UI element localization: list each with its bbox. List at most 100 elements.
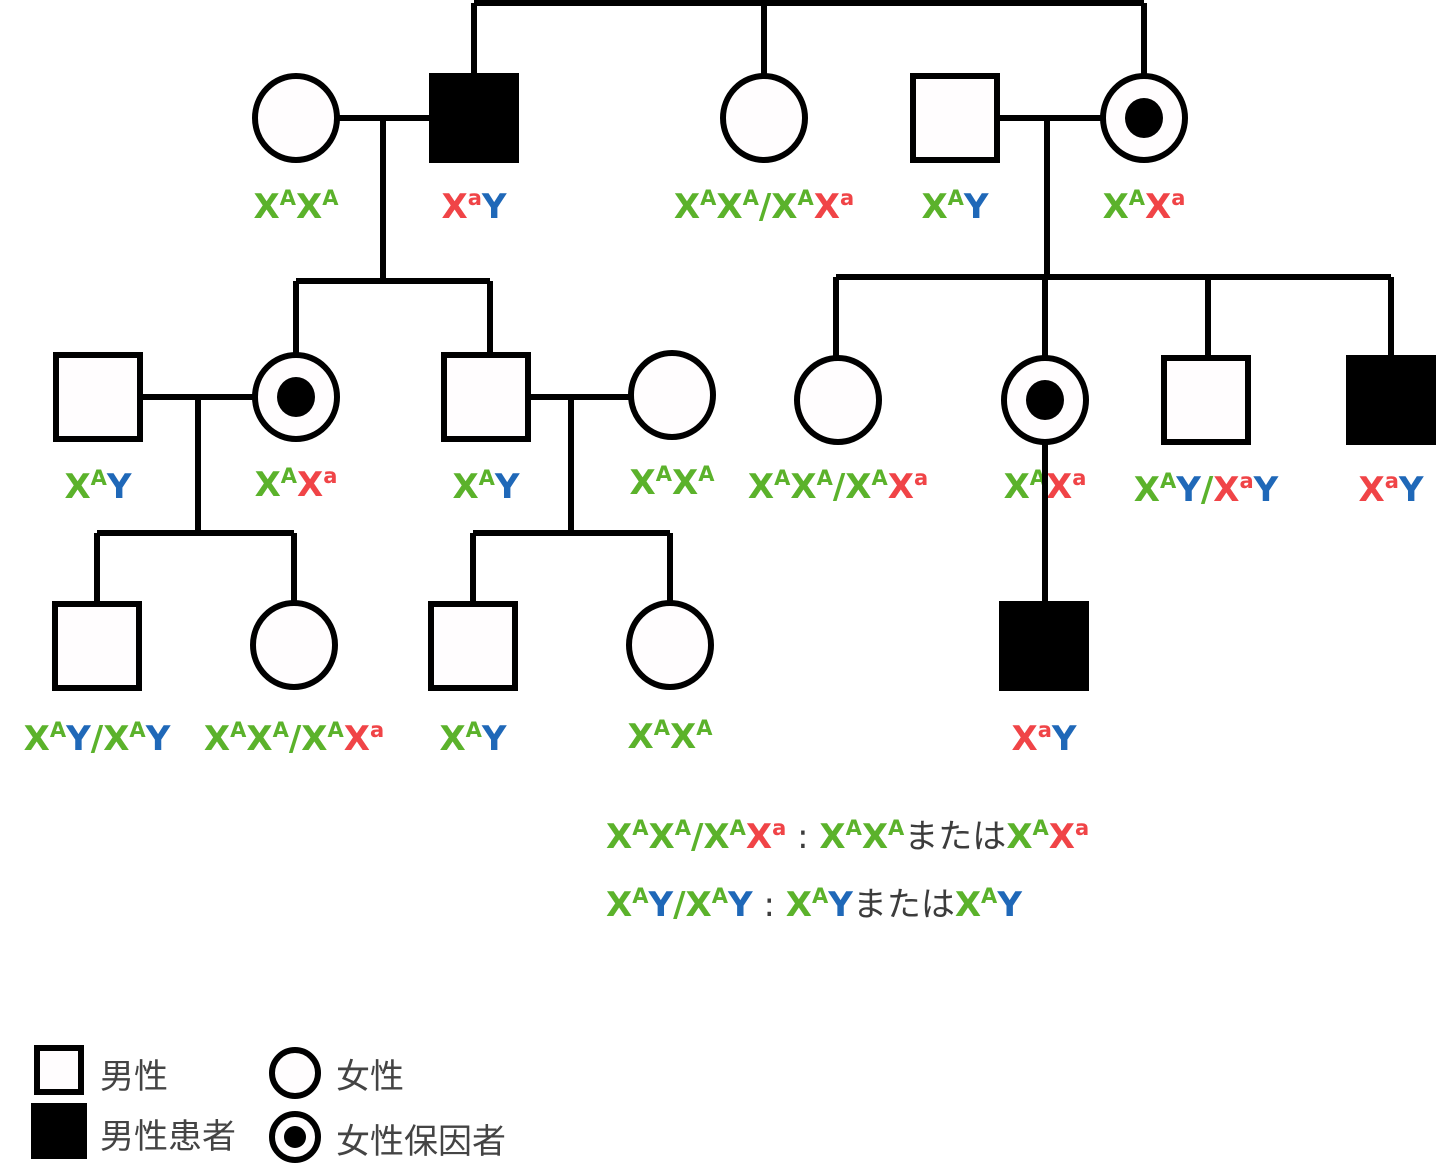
genotype-run: X xyxy=(1011,719,1037,759)
legend-item-female: 女性 xyxy=(269,1047,404,1099)
note-run: : xyxy=(786,817,819,857)
genotype-run: X xyxy=(1145,187,1171,227)
genotype-run: / xyxy=(759,187,772,227)
note-run: X xyxy=(1006,817,1032,857)
genotype-run: a xyxy=(840,186,854,210)
note-run: / xyxy=(673,885,686,925)
genotype-run: X xyxy=(845,467,871,507)
note-run: A xyxy=(675,816,692,840)
genotype-run: A xyxy=(230,718,247,742)
genotype-run: X xyxy=(246,719,272,759)
individual-g2-cousin-male xyxy=(1161,355,1251,445)
note-run: X xyxy=(955,885,981,925)
individual-g1-affected-male xyxy=(429,73,519,163)
genotype-run: a xyxy=(370,718,384,742)
carrier-dot-icon xyxy=(277,377,315,417)
genotype-run: X xyxy=(814,187,840,227)
legend-label-affected-male: 男性患者 xyxy=(100,1117,236,1157)
genotype-run: X xyxy=(716,187,742,227)
genotype-run: X xyxy=(254,187,280,227)
genotype-label: XAY xyxy=(452,466,519,507)
genotype-run: / xyxy=(91,719,104,759)
genotype-run: X xyxy=(441,187,467,227)
genotype-run: / xyxy=(1201,470,1214,510)
note-run: または xyxy=(904,817,1006,857)
genotype-run: A xyxy=(774,466,791,490)
genotype-run: a xyxy=(1385,469,1399,493)
note-run: X xyxy=(1049,817,1075,857)
note-run: A xyxy=(812,884,829,908)
note-run: X xyxy=(686,885,712,925)
legend-label-carrier-female: 女性保因者 xyxy=(336,1122,506,1162)
genotype-run: Y xyxy=(145,719,171,759)
male-symbol xyxy=(52,601,142,691)
individual-g3-granddaughter-2 xyxy=(626,600,714,690)
genotype-run: A xyxy=(698,462,715,486)
individual-g1-husband xyxy=(910,73,1000,163)
individual-g2-carrier-daughter xyxy=(252,352,340,442)
individual-g1-sister xyxy=(720,73,808,163)
genotype-run: X xyxy=(255,465,281,505)
genotype-run: A xyxy=(743,186,760,210)
genotype-run: X xyxy=(921,187,947,227)
individual-g2-cousin-female xyxy=(794,355,882,445)
note-run: A xyxy=(632,816,649,840)
note-run: A xyxy=(846,816,863,840)
genotype-label: XAXA/XAXa xyxy=(674,186,854,227)
individual-g1-wife xyxy=(252,73,340,163)
genotype-run: / xyxy=(833,467,846,507)
genotype-label: XAXa xyxy=(1103,186,1186,227)
note-run: A xyxy=(730,816,747,840)
individual-g2-son xyxy=(441,352,531,442)
female-symbol xyxy=(720,73,808,163)
genotype-run: X xyxy=(1358,470,1384,510)
genotype-run: A xyxy=(700,186,717,210)
genotype-run: a xyxy=(323,464,337,488)
genotype-run: A xyxy=(696,716,713,740)
note-run: : xyxy=(753,885,786,925)
note-run: A xyxy=(712,884,729,908)
genotype-run: X xyxy=(748,467,774,507)
note-run: X xyxy=(703,817,729,857)
genotype-run: A xyxy=(91,466,108,490)
individual-g1-carrier-sister xyxy=(1100,73,1188,163)
genotype-run: A xyxy=(273,718,290,742)
male-symbol xyxy=(910,73,1000,163)
note-run: X xyxy=(606,817,632,857)
genotype-label: XaY xyxy=(441,186,506,227)
note-run: A xyxy=(981,884,998,908)
genotype-run: X xyxy=(439,719,465,759)
genotype-run: A xyxy=(654,716,671,740)
genotype-run: X xyxy=(1103,187,1129,227)
male-symbol-icon xyxy=(34,1045,84,1095)
note-run: A xyxy=(632,884,649,908)
genotype-run: a xyxy=(468,186,482,210)
genotype-label: XaY xyxy=(1358,469,1423,510)
note-run: X xyxy=(786,885,812,925)
legend-item-male: 男性 xyxy=(34,1045,168,1097)
genotype-run: a xyxy=(1171,186,1185,210)
note-run: / xyxy=(691,817,704,857)
note-run: X xyxy=(746,817,772,857)
genotype-run: X xyxy=(344,719,370,759)
genotype-run: A xyxy=(281,464,298,488)
genotype-run: X xyxy=(204,719,230,759)
affected-male-symbol xyxy=(1346,355,1436,445)
genotype-run: Y xyxy=(481,719,507,759)
male-symbol xyxy=(53,352,143,442)
note-run: Y xyxy=(827,885,853,925)
note-run: a xyxy=(1075,816,1089,840)
affected-male-symbol xyxy=(999,601,1089,691)
genotype-run: A xyxy=(817,466,834,490)
genotype-label: XaY xyxy=(1011,718,1076,759)
genotype-run: Y xyxy=(494,467,520,507)
genotype-run: a xyxy=(1038,718,1052,742)
genotype-run: Y xyxy=(106,467,132,507)
note-run: Y xyxy=(647,885,673,925)
genotype-label: XAY xyxy=(921,186,988,227)
male-symbol xyxy=(1161,355,1251,445)
genotype-run: A xyxy=(948,186,965,210)
